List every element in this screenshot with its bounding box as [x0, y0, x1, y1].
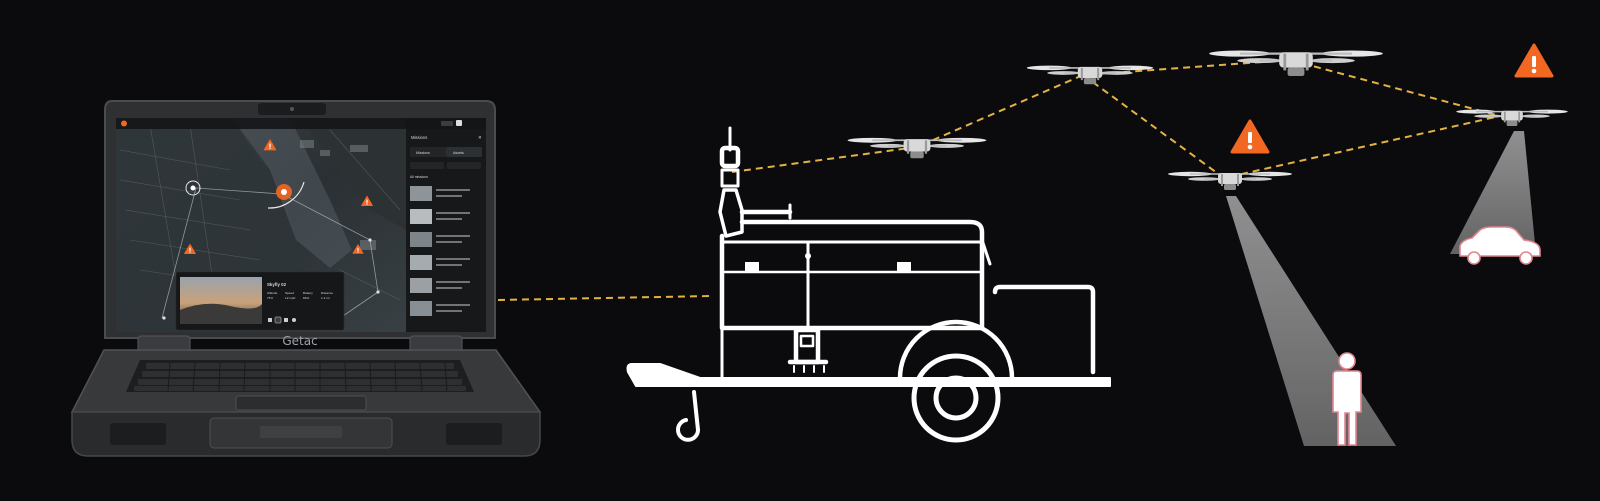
- relay-link-lower: [1082, 74, 1501, 180]
- stat-label: Altitude: [267, 291, 278, 295]
- data-links: [497, 58, 1501, 301]
- drone-icon: [1455, 108, 1569, 127]
- rewind-icon[interactable]: [268, 318, 272, 322]
- list-item[interactable]: [410, 255, 432, 270]
- laptop-to-trailer-link: [497, 295, 713, 301]
- camera-beam: [1226, 196, 1396, 446]
- list-header: All missions: [410, 175, 428, 179]
- laptop-brand-logo: Getac: [282, 334, 317, 348]
- drone-name: Skyfly 02: [267, 282, 287, 287]
- drone-icon: [1167, 170, 1293, 191]
- relay-link-upper: [731, 58, 1501, 173]
- list-item[interactable]: [410, 209, 432, 224]
- list-item[interactable]: [410, 232, 432, 247]
- drone-icon: [846, 136, 988, 160]
- drone-icon: [1025, 64, 1155, 86]
- warning-triangle-icon: [1230, 119, 1270, 154]
- video-card: Skyfly 02 Altitude 75 ft Speed 12 mph Ba…: [175, 271, 345, 331]
- list-item[interactable]: [410, 186, 432, 201]
- drone-fleet: [846, 49, 1569, 191]
- list-item[interactable]: [410, 301, 432, 316]
- camera-beam: [1450, 131, 1536, 254]
- stat-value: 84%: [303, 296, 309, 300]
- stat-label: Distance: [321, 291, 333, 295]
- stat-value: 1.2 mi: [321, 296, 330, 300]
- forward-icon[interactable]: [284, 318, 288, 322]
- close-icon[interactable]: ✕: [478, 135, 482, 140]
- tab-assets-label: Assets: [453, 151, 464, 155]
- sensor-beams: [1226, 131, 1536, 446]
- warning-triangle-icon: [1514, 43, 1554, 78]
- record-icon[interactable]: [292, 318, 296, 322]
- panel-title: Missions: [411, 135, 427, 140]
- stat-value: 12 mph: [285, 296, 296, 300]
- stat-label: Speed: [285, 291, 294, 295]
- mission-list: [410, 186, 470, 316]
- laptop-screen: Missions ✕ Missions Assets All missions: [116, 118, 486, 332]
- list-item[interactable]: [410, 278, 432, 293]
- person-icon: [1332, 352, 1362, 446]
- tab-missions-label: Missions: [416, 151, 430, 155]
- filter-dropdown[interactable]: [410, 162, 444, 169]
- car-icon: [1459, 226, 1541, 265]
- play-button[interactable]: [274, 316, 282, 324]
- laptop: Missions ✕ Missions Assets All missions: [70, 100, 542, 457]
- trailer-ground-station: [626, 126, 1111, 443]
- mission-panel: Missions ✕ Missions Assets All missions: [406, 129, 486, 332]
- stat-label: Battery: [303, 291, 313, 295]
- sort-dropdown[interactable]: [447, 162, 481, 169]
- tab-missions[interactable]: [410, 147, 446, 157]
- tab-assets[interactable]: [446, 147, 482, 157]
- stat-value: 75 ft: [267, 296, 273, 300]
